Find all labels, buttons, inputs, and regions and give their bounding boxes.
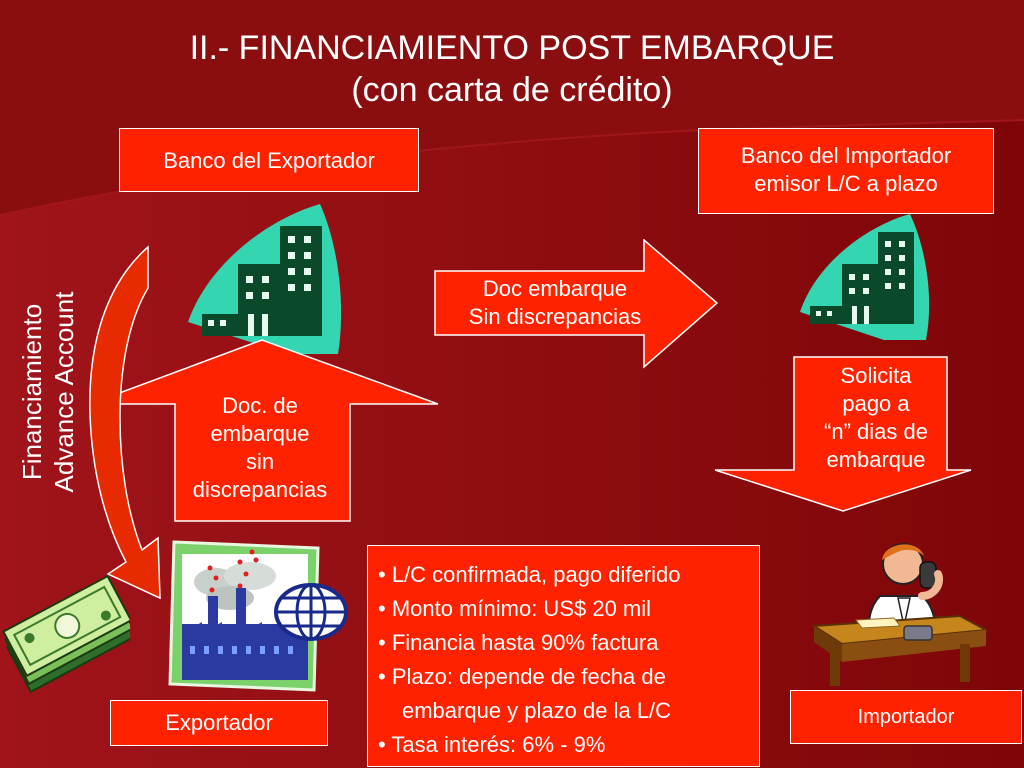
conditions-list: • L/C confirmada, pago diferido • Monto …: [378, 558, 759, 762]
money-stack-icon: [2, 574, 130, 694]
side-financing-label: Financiamiento Advance Account: [16, 232, 80, 552]
doc-shipment-up-arrow: [89, 339, 439, 522]
condition-text: L/C confirmada, pago diferido: [391, 562, 681, 587]
doc-shipment-up-line3: sin: [245, 449, 275, 474]
condition-item: • Financia hasta 90% factura: [378, 626, 759, 660]
payment-request-line1: Solicita: [840, 363, 912, 388]
payment-request-text: Solicita pago a “n” dias de embarque: [796, 362, 956, 474]
importer-bank-label-line2: emisor L/C a plazo: [754, 171, 938, 196]
financing-curved-arrow: [89, 245, 161, 600]
side-financing-line1: Financiamiento: [17, 303, 47, 481]
condition-text: Tasa interés: 6% - 9%: [391, 732, 606, 757]
bullet: •: [378, 562, 386, 587]
exporter-box: Exportador: [110, 700, 328, 746]
importer-bank-box: Banco del Importador emisor L/C a plazo: [698, 128, 994, 214]
doc-shipment-right-text: Doc embarque Sin discrepancias: [440, 275, 670, 331]
conditions-box: • L/C confirmada, pago diferido • Monto …: [367, 545, 760, 767]
page-subtitle: (con carta de crédito): [351, 71, 673, 109]
condition-text: Plazo: depende de fecha de: [391, 664, 666, 689]
payment-request-line2: pago a: [842, 391, 910, 416]
doc-shipment-up-line2: embarque: [210, 421, 310, 446]
doc-shipment-up-text: Doc. de embarque sin discrepancias: [170, 392, 350, 504]
payment-request-down-arrow: [714, 356, 972, 512]
person-on-phone-icon: [810, 543, 988, 686]
payment-request-line4: embarque: [826, 447, 926, 472]
doc-shipment-right-line1: Doc embarque: [482, 276, 628, 301]
bank-building-icon: [800, 214, 930, 340]
importer-box: Importador: [790, 690, 1022, 744]
bullet: •: [378, 630, 386, 655]
doc-shipment-right-line2: Sin discrepancias: [468, 304, 642, 329]
importer-label: Importador: [857, 706, 955, 728]
condition-item: • L/C confirmada, pago diferido: [378, 558, 759, 592]
condition-text: Monto mínimo: US$ 20 mil: [391, 596, 652, 621]
bullet: •: [378, 664, 386, 689]
doc-shipment-right-arrow: [434, 239, 719, 369]
condition-item: • Monto mínimo: US$ 20 mil: [378, 592, 759, 626]
factory-icon: [168, 540, 320, 692]
exporter-label: Exportador: [165, 710, 273, 735]
importer-bank-label-line1: Banco del Importador: [740, 143, 952, 168]
page-title: II.- FINANCIAMIENTO POST EMBARQUE: [189, 29, 835, 67]
doc-shipment-up-line1: Doc. de: [222, 393, 298, 418]
bullet: •: [378, 732, 386, 757]
exporter-bank-box: Banco del Exportador: [119, 128, 419, 192]
doc-shipment-up-line4: discrepancias: [192, 477, 328, 502]
side-financing-line2: Advance Account: [49, 291, 79, 493]
condition-text: Financia hasta 90% factura: [391, 630, 659, 655]
bank-building-icon: [188, 204, 342, 354]
globe-icon: [274, 583, 348, 641]
payment-request-line3: “n” dias de: [824, 419, 928, 444]
exporter-bank-label: Banco del Exportador: [163, 148, 375, 173]
condition-item: • Plazo: depende de fecha de embarque y …: [378, 660, 759, 728]
condition-text-continuation: embarque y plazo de la L/C: [402, 698, 672, 723]
condition-item: • Tasa interés: 6% - 9%: [378, 728, 759, 762]
bullet: •: [378, 596, 386, 621]
